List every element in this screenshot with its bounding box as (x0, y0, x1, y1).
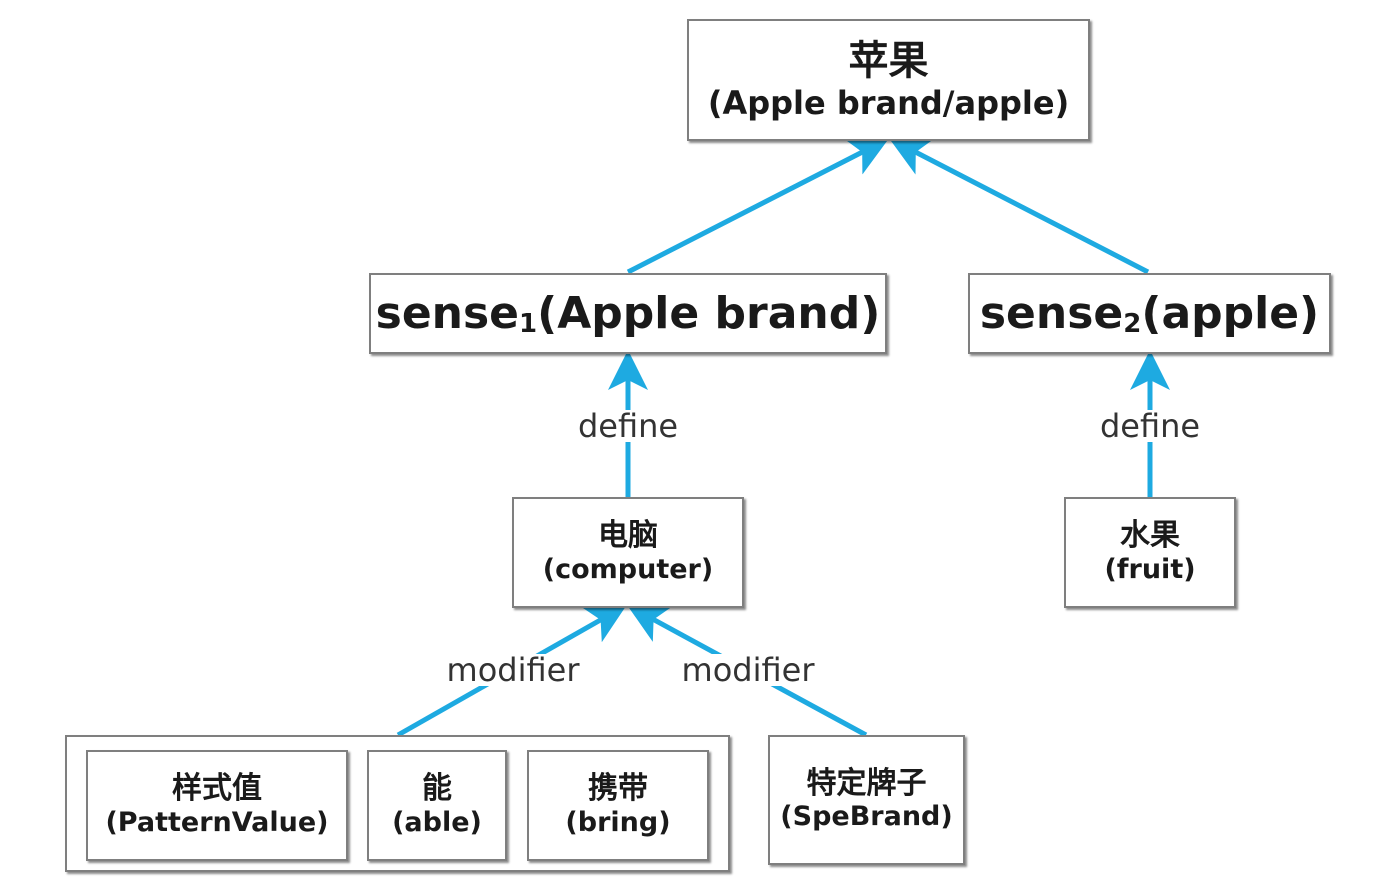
spe-brand-node: 特定牌子 (SpeBrand) (768, 735, 965, 865)
fruit-chinese-label: 水果 (1120, 518, 1180, 554)
fruit-node: 水果 (fruit) (1064, 497, 1236, 608)
sense1-node: sense1(Apple brand) (369, 273, 887, 354)
sense2-label: sense2(apple) (980, 288, 1319, 339)
spe-brand-chinese-label: 特定牌子 (806, 765, 927, 801)
edge-label-modifier-2: modifier (677, 654, 819, 686)
fruit-english-label: (fruit) (1104, 553, 1196, 585)
root-chinese-label: 苹果 (848, 37, 929, 84)
able-english-label: (able) (392, 806, 482, 838)
pattern-value-english-label: (PatternValue) (105, 806, 329, 838)
spe-brand-english-label: (SpeBrand) (780, 801, 953, 833)
edge-label-modifier-1: modifier (442, 654, 584, 686)
bring-chinese-label: 携带 (588, 771, 648, 807)
edge-label-define-1: define (573, 410, 683, 442)
able-chinese-label: 能 (422, 771, 452, 807)
computer-chinese-label: 电脑 (598, 518, 658, 554)
sense2-gloss: (apple) (1141, 288, 1320, 339)
root-node: 苹果 (Apple brand/apple) (687, 19, 1090, 141)
sense1-word: sense (375, 288, 520, 339)
edge-sense1-to-root (626, 138, 889, 275)
sense2-node: sense2(apple) (968, 273, 1331, 354)
root-english-label: (Apple brand/apple) (707, 83, 1070, 122)
edge-label-define-2: define (1095, 410, 1205, 442)
bring-node: 携带 (bring) (527, 750, 709, 861)
pattern-value-chinese-label: 样式值 (172, 771, 262, 807)
pattern-value-node: 样式值 (PatternValue) (86, 750, 348, 861)
sense1-gloss: (Apple brand) (537, 288, 881, 339)
sense2-subscript: 2 (1123, 309, 1142, 339)
computer-english-label: (computer) (542, 553, 714, 585)
able-node: 能 (able) (367, 750, 507, 861)
sense1-label: sense1(Apple brand) (376, 288, 881, 339)
bring-english-label: (bring) (565, 806, 671, 838)
computer-node: 电脑 (computer) (512, 497, 744, 608)
edge-sense2-to-root (889, 138, 1150, 275)
sense1-subscript: 1 (519, 309, 538, 339)
sense2-word: sense (979, 288, 1124, 339)
